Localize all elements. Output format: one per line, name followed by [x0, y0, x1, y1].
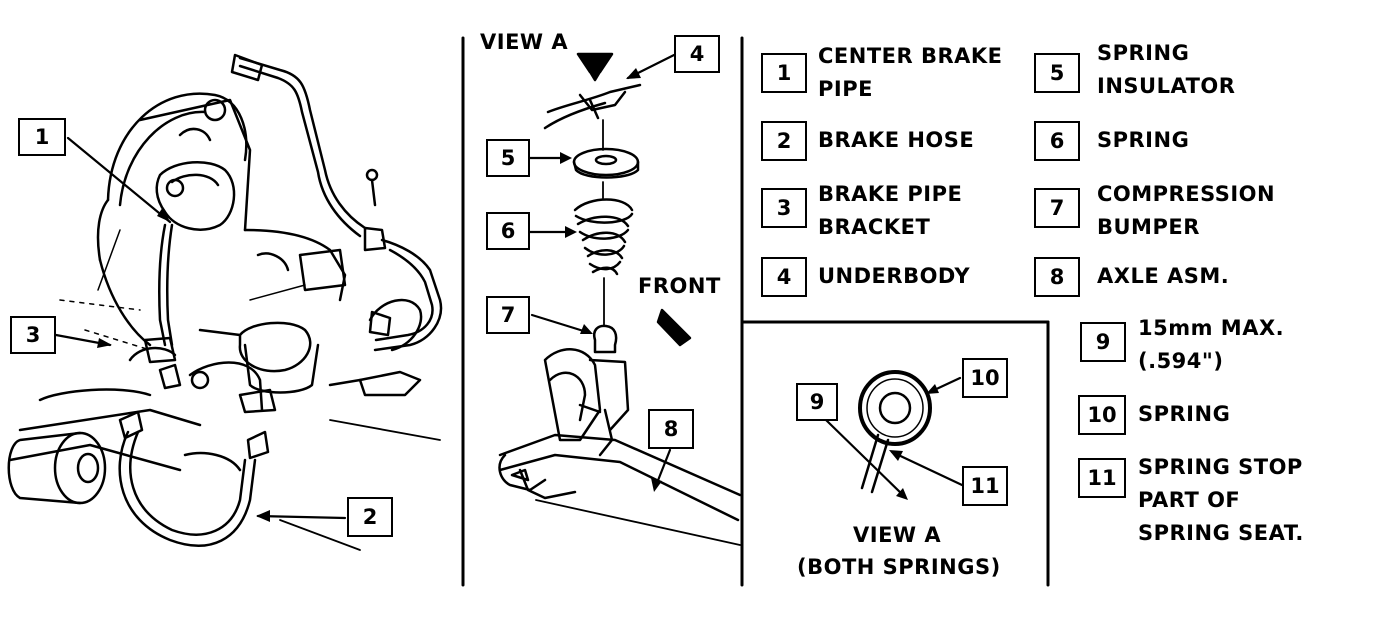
leader-1	[66, 136, 172, 224]
callout-11: 11	[962, 466, 1008, 506]
legend-text-2: BRAKE HOSE	[818, 128, 975, 152]
view-a-detail-drawing	[858, 370, 932, 494]
leader-2	[256, 514, 347, 520]
legend-num-9: 9	[1080, 322, 1126, 362]
legend-num-10: 10	[1078, 395, 1126, 435]
legend-num-11: 11	[1078, 458, 1126, 498]
legend-num-4: 4	[761, 257, 807, 297]
callout-10: 10	[962, 358, 1008, 398]
leader-lines	[54, 53, 964, 520]
legend-text-4: UNDERBODY	[818, 264, 971, 288]
legend-text-7: COMPRESSION BUMPER	[1097, 182, 1276, 239]
legend-text-6: SPRING	[1097, 128, 1190, 152]
callout-9: 9	[796, 383, 838, 421]
callout-7: 7	[486, 296, 530, 334]
legend-num-6: 6	[1034, 121, 1080, 161]
callout-8: 8	[648, 409, 694, 449]
callout-4: 4	[674, 35, 720, 73]
legend-num-5: 5	[1034, 53, 1080, 93]
legend-text-5: SPRING INSULATOR	[1097, 41, 1236, 98]
legend-num-8: 8	[1034, 257, 1080, 297]
leader-7	[530, 313, 592, 335]
brake-assembly-drawing	[7, 53, 443, 551]
spring-stack-drawing	[498, 83, 742, 546]
legend-text-9: 15mm MAX. (.594")	[1138, 316, 1285, 373]
legend-num-7: 7	[1034, 188, 1080, 228]
callout-5: 5	[486, 139, 530, 177]
legend-num-1: 1	[761, 53, 807, 93]
legend-text-8: AXLE ASM.	[1097, 264, 1230, 288]
legend-num-3: 3	[761, 188, 807, 228]
callout-2: 2	[347, 497, 393, 537]
callout-6: 6	[486, 212, 530, 250]
view-a-caption-2: (BOTH SPRINGS)	[797, 555, 1001, 579]
leader-9	[824, 418, 907, 499]
legend-num-2: 2	[761, 121, 807, 161]
leader-11	[890, 450, 964, 487]
leader-arrowheads	[97, 68, 939, 522]
legend-text-3: BRAKE PIPE BRACKET	[818, 182, 963, 239]
legend-text-10: SPRING	[1138, 402, 1231, 426]
callout-3: 3	[10, 316, 56, 354]
legend-text-11: SPRING STOP PART OF SPRING SEAT.	[1138, 455, 1304, 545]
view-a-top-label: VIEW A	[480, 30, 569, 54]
callout-1: 1	[18, 118, 66, 156]
legend-text-1: CENTER BRAKE PIPE	[818, 44, 1003, 101]
front-label: FRONT	[638, 274, 721, 298]
view-a-caption-1: VIEW A	[853, 523, 942, 547]
